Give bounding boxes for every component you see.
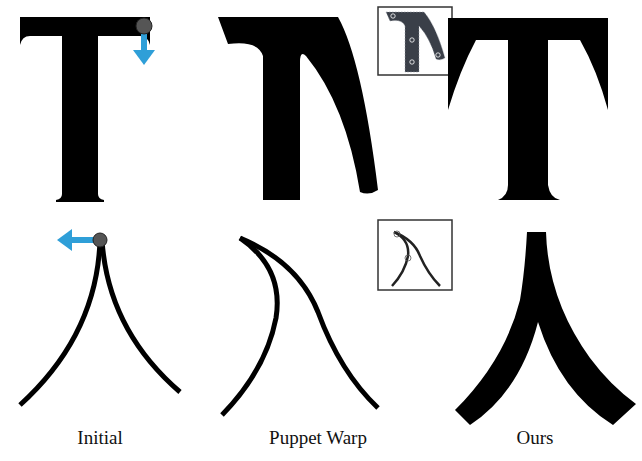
inset-pin bbox=[391, 14, 395, 18]
inset-pin bbox=[410, 60, 414, 64]
glyph-ours-ren bbox=[455, 232, 636, 425]
glyph-initial-t bbox=[20, 17, 150, 202]
drag-arrow-shaft bbox=[141, 32, 147, 52]
inset-pin bbox=[436, 53, 440, 57]
stroke-initial-left bbox=[20, 240, 100, 405]
inset-frame bbox=[378, 7, 452, 75]
column-label: Puppet Warp bbox=[269, 427, 367, 450]
inset-pin bbox=[394, 231, 400, 237]
inset-pin bbox=[410, 38, 414, 42]
stroke-puppet-right bbox=[240, 238, 378, 408]
handle-dot bbox=[136, 18, 152, 34]
inset-mesh bbox=[394, 232, 440, 286]
drag-arrow-head bbox=[133, 50, 155, 65]
inset-mesh bbox=[386, 12, 445, 72]
column-label: Initial bbox=[77, 427, 122, 450]
drag-arrow-shaft bbox=[70, 237, 94, 243]
inset-frame bbox=[378, 220, 452, 290]
handle-dot bbox=[93, 233, 107, 247]
inset-mesh bbox=[392, 232, 408, 286]
stroke-puppet-left bbox=[222, 238, 277, 415]
drag-arrow-head bbox=[57, 229, 72, 251]
inset-pin bbox=[405, 255, 411, 261]
column-label: Ours bbox=[517, 427, 554, 450]
glyph-puppet-t bbox=[218, 17, 378, 200]
glyph-ours-t bbox=[448, 18, 608, 200]
stroke-initial-right bbox=[102, 240, 180, 392]
